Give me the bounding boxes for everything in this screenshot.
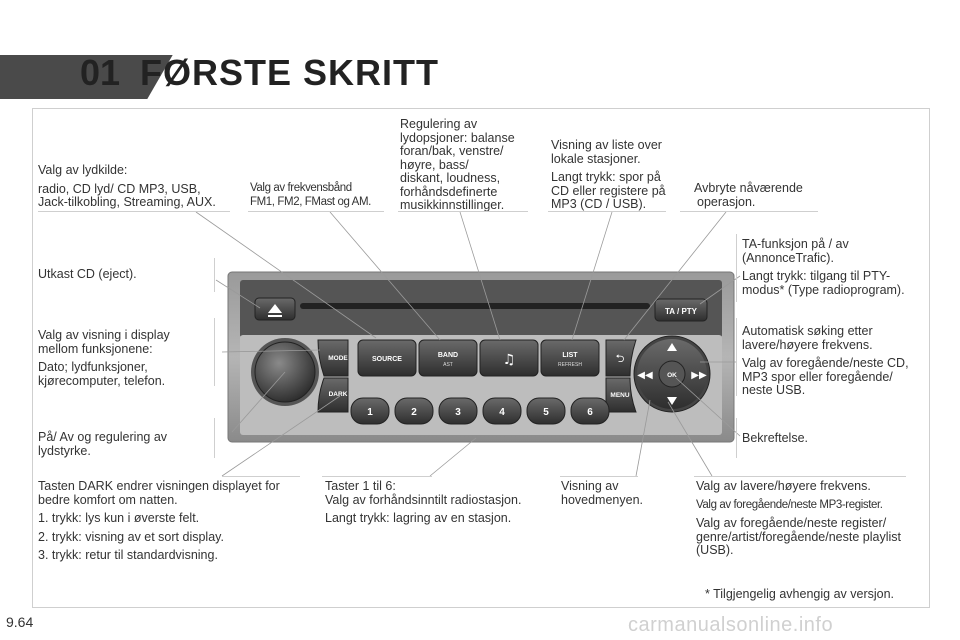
label-mode: Valg av visning i display mellom funksjo… [38,328,170,388]
label-auto-search: Automatisk søking etter lavere/høyere fr… [742,324,909,397]
svg-text:MODE: MODE [328,355,348,362]
band-button[interactable]: BAND AST [418,339,478,377]
svg-text:3: 3 [455,407,461,418]
separator [214,418,215,458]
eject-button[interactable] [254,297,296,321]
separator [214,318,215,386]
label-eject: Utkast CD (eject). [38,267,137,281]
preset-button-3[interactable]: 3 [438,397,478,425]
back-arrow-icon: ⮌ [616,352,625,365]
label-list: Visning av liste over lokale stasjoner. … [551,138,666,211]
preset-button-2[interactable]: 2 [394,397,434,425]
underline [322,476,432,477]
preset-buttons: 1 2 3 4 5 6 [350,397,610,425]
leader-lines [195,211,741,477]
eject-icon [268,304,282,317]
underline [38,211,230,212]
separator [736,318,737,396]
svg-text:5: 5 [543,407,549,418]
underline [248,211,384,212]
svg-text:SOURCE: SOURCE [372,356,402,363]
label-audio-settings: Regulering av lydopsjoner: balanse foran… [400,117,515,212]
arrow-right-icon: ▶▶ [691,370,707,381]
svg-text:AST: AST [443,362,453,368]
music-note-icon: ♫ [503,352,516,368]
chapter-number: 01 [80,52,121,93]
source-button[interactable]: SOURCE [357,339,417,377]
label-menu: Visning av hovedmenyen. [561,479,644,507]
separator [736,234,737,302]
preset-button-1[interactable]: 1 [350,397,390,425]
svg-text:MENU: MENU [610,392,629,399]
separator [214,258,215,292]
footnote: * Tilgjengelig avhengig av versjon. [705,587,895,601]
arrow-down-icon [667,397,677,405]
label-ta-pty: TA-funksjon på / av (AnnonceTrafic). Lan… [742,237,905,297]
back-button[interactable]: ⮌ [605,339,637,377]
preset-button-6[interactable]: 6 [570,397,610,425]
label-presets: Taster 1 til 6: Valg av forhåndsinntilt … [325,479,522,525]
arrow-left-icon: ◀◀ [637,370,653,381]
svg-text:4: 4 [499,407,505,418]
label-ok: Bekreftelse. [742,431,809,445]
underline [548,211,666,212]
underline [680,211,818,212]
arrow-up-icon [667,343,677,351]
svg-text:TA / PTY: TA / PTY [665,307,698,316]
svg-text:1: 1 [367,407,373,418]
label-up-down: Valg av lavere/høyere frekvens. Valg av … [696,479,901,557]
preset-button-4[interactable]: 4 [482,397,522,425]
underline [694,476,906,477]
svg-text:BAND: BAND [438,352,458,359]
menu-button[interactable]: MENU [605,377,637,413]
svg-text:6: 6 [587,407,593,418]
label-back: Avbryte nåværende operasjon. [694,181,803,209]
watermark: carmanualsonline.info [628,614,834,636]
underline [560,476,638,477]
preset-button-5[interactable]: 5 [526,397,566,425]
underline [398,211,528,212]
svg-text:2: 2 [411,407,417,418]
mode-button[interactable]: MODE [317,339,349,377]
label-power: På/ Av og regulering av lydstyrke. [38,430,168,458]
svg-text:LIST: LIST [562,352,578,359]
page-number: 9.64 [6,614,34,630]
dark-button[interactable]: DARK [317,377,349,413]
list-button[interactable]: LIST REFRESH [540,339,600,377]
label-dark: Tasten DARK endrer visningen displayet f… [38,479,280,562]
svg-text:OK: OK [667,372,677,379]
audio-settings-button[interactable]: ♫ [479,339,539,377]
svg-text:REFRESH: REFRESH [558,362,582,368]
label-band: Valg av frekvensbånd FM1, FM2, FMast og … [250,182,371,208]
separator [736,418,737,458]
label-source: Valg av lydkilde: radio, CD lyd/ CD MP3,… [38,163,216,209]
svg-text:DARK: DARK [329,391,348,398]
underline [222,476,300,477]
ta-pty-button[interactable]: TA / PTY [654,298,708,322]
content-frame [32,108,930,608]
page-title: FØRSTE SKRITT [140,52,439,93]
